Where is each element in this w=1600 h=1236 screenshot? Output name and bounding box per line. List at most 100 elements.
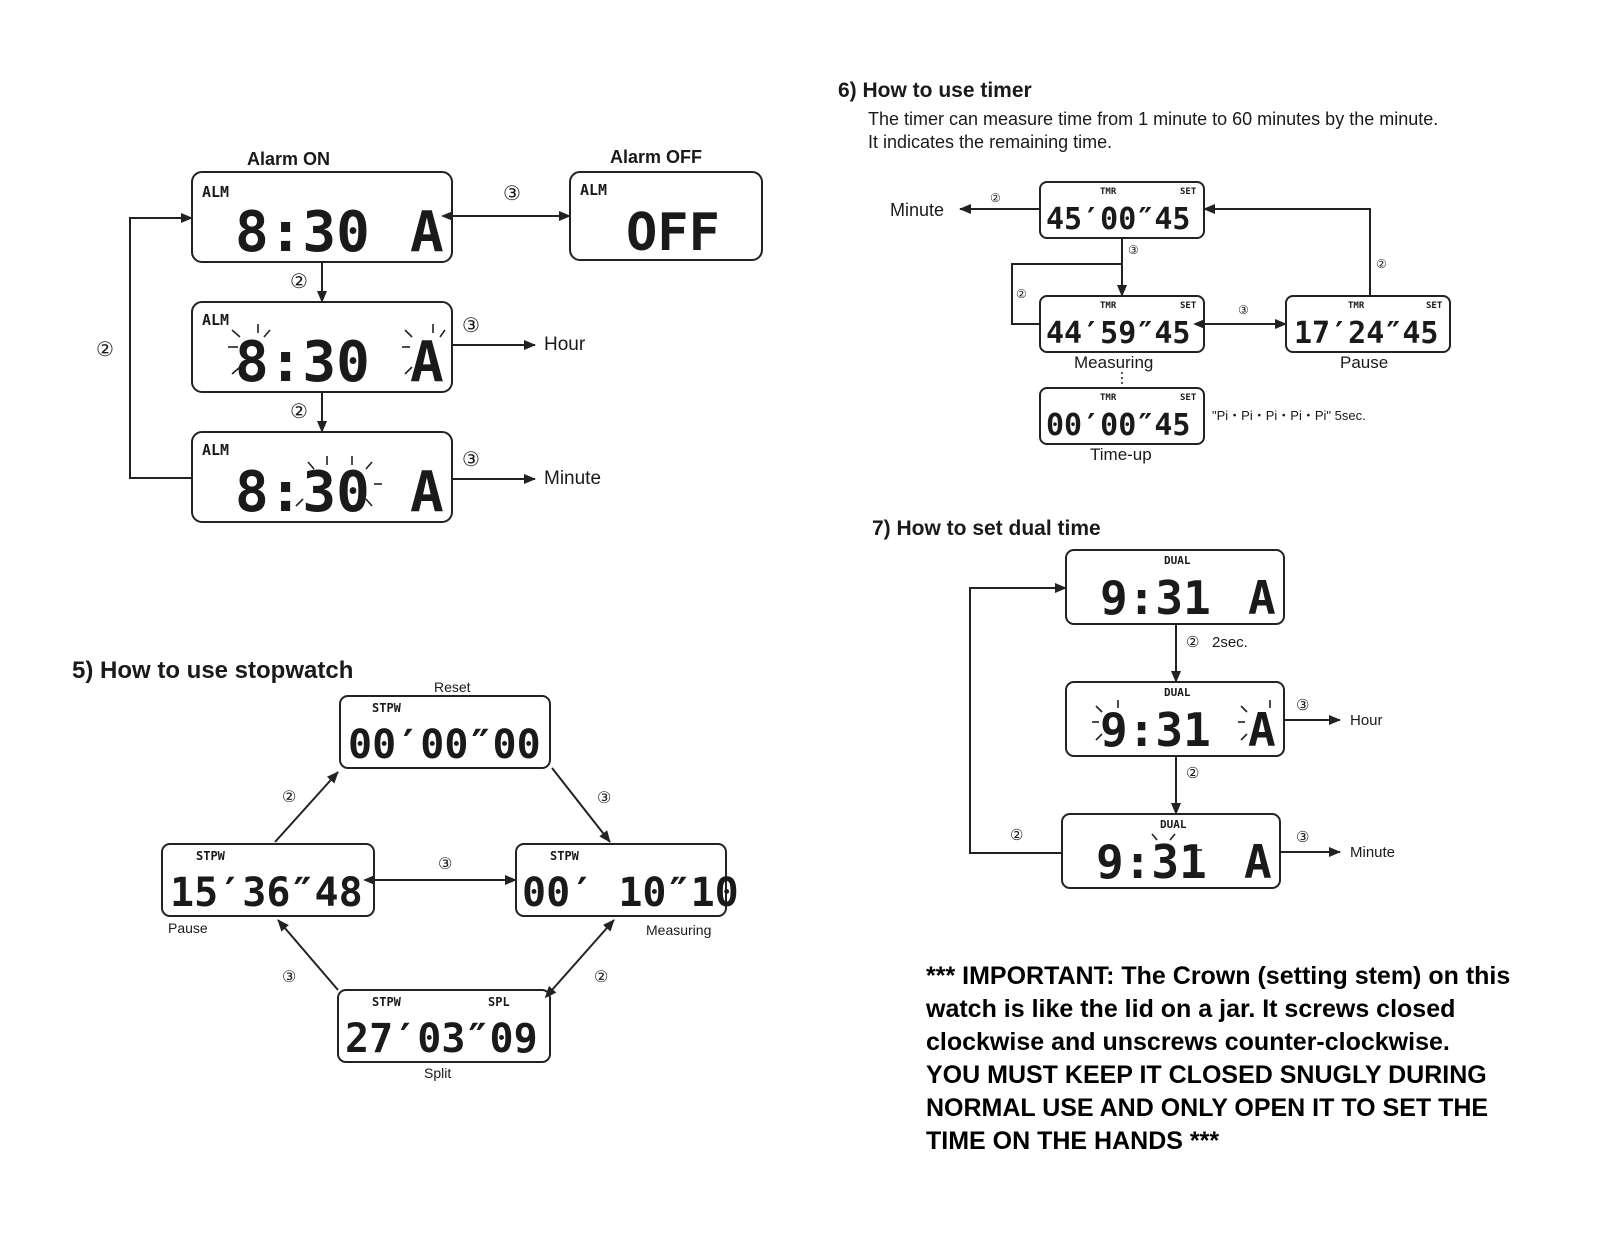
dual-step3-minute: ③ [1296,829,1309,846]
alarm-time: 8:30 [235,200,370,265]
timer-set-indicator-pause: SET [1426,301,1443,311]
important-line-1: *** IMPORTANT: The Crown (setting stem) … [926,962,1511,990]
timer-measuring-value: 44′59″45 [1046,316,1191,351]
alarm-ampm: A [410,200,444,265]
alarm-minute-display: ALM 8:30 A [191,431,453,525]
alarm-step3-hour: ③ [462,315,480,337]
dual-indicator-minute: DUAL [1160,818,1187,831]
alarm-indicator: ALM [202,183,229,201]
alarm-time-minute: 8:30 [235,460,370,525]
dual-minute-label: Minute [1350,844,1395,861]
alarm-ampm-hour: A [410,330,444,395]
flash-rays-dual-minute [1151,833,1202,875]
alarm-ampm-minute: A [410,460,444,525]
timer-step2-reset: ② [1016,287,1027,301]
stopwatch-section: 5) How to use stopwatch Reset STPW 00′00… [72,657,739,1081]
stopwatch-step3-pause-measuring: ③ [438,856,452,873]
alarm-minute-label: Minute [544,468,601,489]
timer-desc-line1: The timer can measure time from 1 minute… [868,109,1438,129]
alarm-indicator-minute: ALM [202,441,229,459]
timer-pause-value: 17′24″45 [1294,316,1439,351]
timer-measuring-display: TMR SET 44′59″45 [1039,295,1205,353]
timer-set-display: TMR SET 45′00″45 [1039,181,1205,239]
timer-indicator-measuring: TMR [1100,301,1117,311]
timer-step2-pause-reset: ② [1376,257,1387,271]
flash-rays-minute [295,456,382,507]
stopwatch-step3-split-pause: ③ [282,969,296,986]
alarm-off-text: OFF [626,203,720,263]
stopwatch-heading: 5) How to use stopwatch [72,657,353,684]
stopwatch-measuring-display: STPW 00′ 10″10 [515,843,739,917]
timer-pause-label: Pause [1340,353,1388,372]
stopwatch-pause-label: Pause [168,920,208,936]
important-line-5: NORMAL USE AND ONLY OPEN IT TO SET THE [926,1094,1489,1122]
alarm-hour-label: Hour [544,334,586,355]
timer-timeup-label: Time-up [1090,445,1152,464]
alarm-step2-loop: ② [96,339,114,361]
timer-pause-display: TMR SET 17′24″45 [1285,295,1451,353]
dual-time-hour: 9:31 [1100,703,1211,757]
alarm-step3-minute: ③ [462,449,480,471]
dual-step2-a: ② [1186,634,1199,651]
timer-set-indicator-measuring: SET [1180,301,1197,311]
stopwatch-reset-display: STPW 00′00″00 [339,695,551,769]
timer-set-value: 45′00″45 [1046,202,1191,237]
timer-timeup-value: 00′00″45 [1046,408,1191,443]
alarm-step2-a: ② [290,271,308,293]
stopwatch-pause-display: STPW 15′36″48 [161,843,375,917]
important-line-6: TIME ON THE HANDS *** [926,1127,1220,1155]
timer-heading: 6) How to use timer [838,79,1032,102]
alarm-on-display: ALM 8:30 A [191,171,453,265]
important-line-4: YOU MUST KEEP IT CLOSED SNUGLY DURING [926,1061,1487,1089]
dual-ampm-minute: A [1244,835,1272,889]
dual-section: 7) How to set dual time DUAL 9:31 A DUAL… [872,517,1395,889]
alarm-on-label: Alarm ON [247,149,330,169]
dual-hour-display: DUAL 9:31 A [1065,681,1285,757]
timer-step2-minute: ② [990,191,1001,205]
dual-two-sec: 2sec. [1212,634,1248,651]
important-line-3: clockwise and unscrews counter-clockwise… [926,1028,1450,1056]
alarm-off-indicator: ALM [580,181,607,199]
stopwatch-step2-measuring-split: ② [594,969,608,986]
alarm-off-label: Alarm OFF [610,147,702,167]
timer-minute-label: Minute [890,200,944,220]
timer-set-indicator-timeup: SET [1180,393,1197,403]
dual-heading: 7) How to set dual time [872,517,1101,540]
dual-time-minute: 9:31 [1096,835,1207,889]
dual-indicator-hour: DUAL [1164,686,1191,699]
alarm-indicator-hour: ALM [202,311,229,329]
dual-normal-display: DUAL 9:31 A [1065,549,1285,625]
stopwatch-measuring-label: Measuring [646,922,711,938]
stopwatch-pause-value: 15′36″48 [170,870,363,916]
dual-ampm-hour: A [1248,703,1276,757]
dual-step2-loop: ② [1010,827,1023,844]
alarm-time-hour: 8:30 [235,330,370,395]
stopwatch-split-display: STPW SPL 27′03″09 [337,989,551,1063]
timer-step3-start: ③ [1128,243,1139,257]
timer-set-indicator: SET [1180,187,1197,197]
timer-beep-text: "Pi・Pi・Pi・Pi・Pi" 5sec. [1212,408,1366,423]
stopwatch-indicator-split: STPW [372,995,402,1009]
stopwatch-step3-reset-measuring: ③ [597,790,611,807]
timer-timeup-display: TMR SET 00′00″45 [1039,387,1205,445]
stopwatch-indicator-measuring: STPW [550,849,580,863]
timer-section: 6) How to use timer The timer can measur… [838,79,1451,464]
alarm-step2-b: ② [290,401,308,423]
dual-hour-label: Hour [1350,712,1383,729]
timer-measuring-label: Measuring [1074,353,1153,372]
stopwatch-measuring-value: 00′ 10″10 [522,870,739,916]
stopwatch-split-indicator: SPL [488,995,510,1009]
stopwatch-reset-label: Reset [434,679,471,695]
dual-indicator: DUAL [1164,554,1191,567]
timer-desc-line2: It indicates the remaining time. [868,132,1112,152]
important-line-2: watch is like the lid on a jar. It screw… [926,995,1456,1023]
alarm-off-display: ALM OFF [569,171,763,263]
dual-step3-hour: ③ [1296,697,1309,714]
alarm-hour-display: ALM 8:30 A [191,301,453,395]
flash-rays-dual-hour [1092,700,1271,741]
timer-indicator-pause: TMR [1348,301,1365,311]
dual-time: 9:31 [1100,571,1211,625]
alarm-step3-on-off: ③ [503,183,521,205]
stopwatch-split-value: 27′03″09 [345,1016,538,1062]
stopwatch-indicator-pause: STPW [196,849,226,863]
